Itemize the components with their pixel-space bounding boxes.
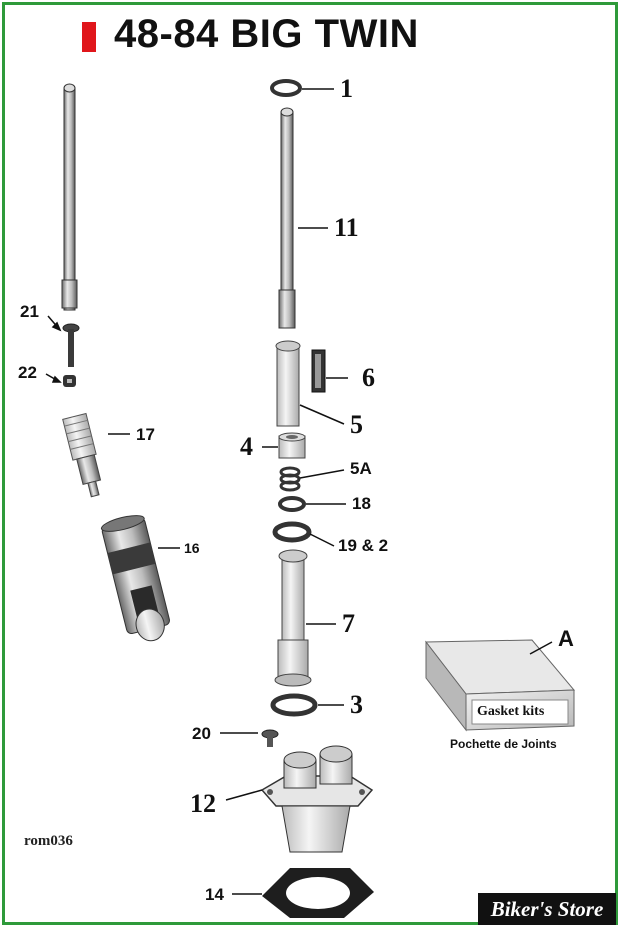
callout-11: 11 — [334, 213, 359, 242]
callout-17: 17 — [136, 425, 155, 444]
part-18-washer — [278, 496, 306, 512]
title-accent-bar — [82, 22, 96, 52]
callout-14: 14 — [205, 885, 224, 904]
page-title: 48-84 BIG TWIN — [114, 12, 419, 56]
part-7-lower-tube — [274, 549, 312, 687]
part-4-collar — [278, 432, 306, 459]
gasket-kit-caption: Pochette de Joints — [450, 737, 557, 751]
part-6-retaining-clip — [311, 349, 326, 393]
part-3-oring — [270, 693, 318, 717]
callout-5: 5 — [350, 410, 363, 439]
part-16-lifter — [100, 515, 170, 642]
callout-21: 21 — [20, 302, 39, 321]
callout-19-and-2: 19 & 2 — [338, 536, 389, 555]
reference-code: rom036 — [24, 833, 73, 849]
callout-16: 16 — [184, 540, 200, 556]
gasket-kit-box — [424, 639, 576, 732]
callout-18: 18 — [352, 494, 371, 513]
left-pushrod — [61, 83, 78, 311]
callout-3: 3 — [350, 690, 363, 719]
callout-7: 7 — [342, 609, 355, 638]
callout-6: 6 — [362, 363, 375, 392]
callout-22: 22 — [18, 363, 37, 382]
callout-12: 12 — [190, 789, 216, 818]
callout-leaders — [45, 88, 553, 895]
part-17-adjuster — [62, 412, 102, 498]
part-5a-spring — [279, 466, 301, 492]
part-5-cover-tube — [275, 340, 301, 427]
part-19-seal — [272, 521, 312, 543]
callout-1: 1 — [340, 74, 353, 103]
part-14-gasket — [262, 868, 374, 918]
store-logo: Biker's Store — [478, 893, 616, 925]
part-20-screw — [261, 729, 279, 747]
part-12-tappet-block — [260, 745, 374, 853]
part-1-clip — [270, 79, 302, 97]
gasket-kit-label: Gasket kits — [477, 704, 545, 719]
callout-5a: 5A — [350, 459, 372, 478]
part-22-nut — [63, 375, 76, 387]
callout-a: A — [558, 626, 574, 651]
callout-20: 20 — [192, 724, 211, 743]
callout-4: 4 — [240, 432, 253, 461]
part-11-pushrod — [278, 107, 296, 329]
diagram-frame — [2, 2, 618, 925]
part-21-bolt — [62, 323, 80, 367]
